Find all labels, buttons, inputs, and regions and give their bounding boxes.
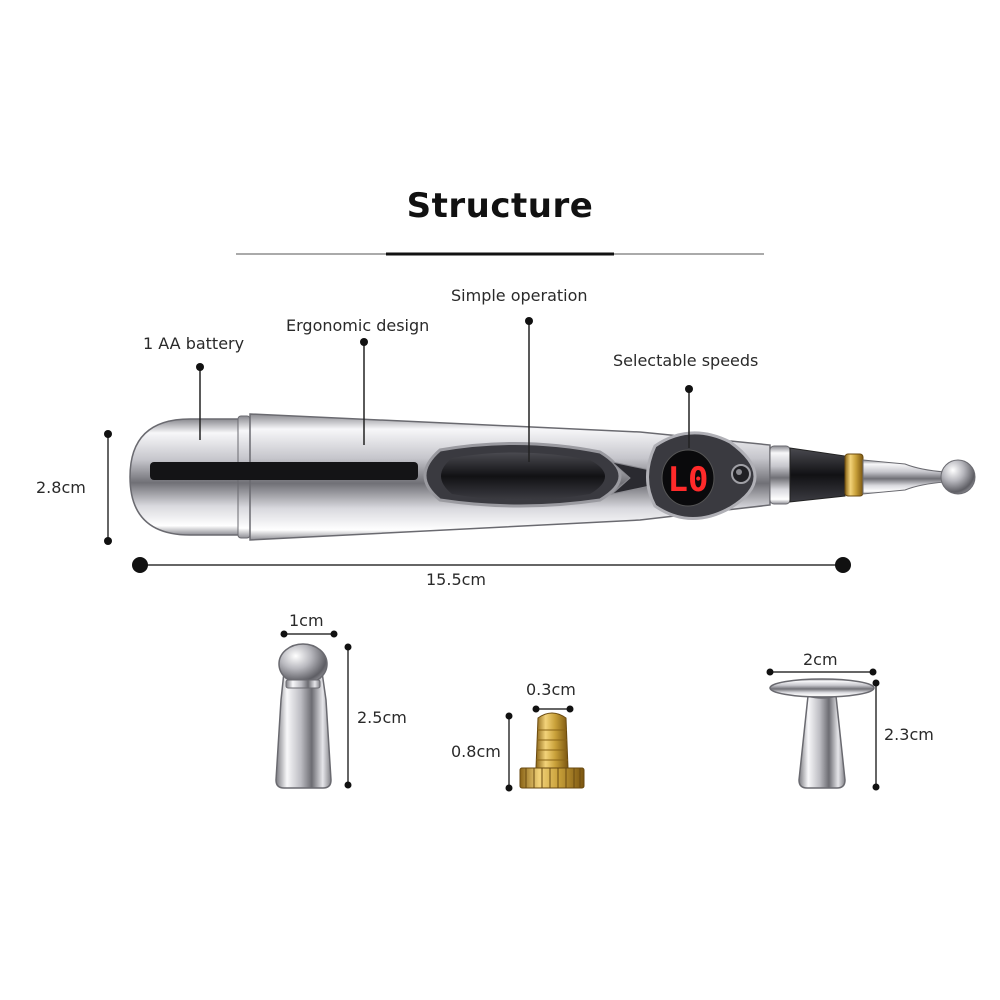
- needle-tip-height-label: 0.8cm: [451, 742, 501, 761]
- needle-tip-dimensions: [505, 705, 574, 792]
- flat-head-dimensions: [766, 668, 880, 791]
- pen-height-dimension: [104, 430, 112, 545]
- pen-length-label: 15.5cm: [426, 570, 487, 589]
- callout-battery: 1 AA battery: [143, 334, 245, 353]
- ball-head-dimensions: [280, 630, 352, 789]
- page-title: Structure: [406, 186, 594, 226]
- callout-operation: Simple operation: [451, 286, 588, 305]
- callout-speeds: Selectable speeds: [613, 351, 759, 370]
- callout-ergonomic: Ergonomic design: [286, 316, 430, 335]
- pen-body: [129, 413, 976, 541]
- speed-display: L0: [668, 460, 709, 500]
- needle-tip-attachment: [519, 712, 585, 789]
- flat-head-height-label: 2.3cm: [884, 725, 934, 744]
- ball-head-attachment: [275, 643, 332, 789]
- flat-head-width-label: 2cm: [803, 650, 838, 669]
- pen-length-dimension: [132, 557, 851, 573]
- callout-leaders: [196, 317, 693, 462]
- needle-tip-width-label: 0.3cm: [526, 680, 576, 699]
- flat-head-attachment: [769, 678, 875, 789]
- pen-height-label: 2.8cm: [36, 478, 86, 497]
- ball-head-height-label: 2.5cm: [357, 708, 407, 727]
- ball-head-width-label: 1cm: [289, 611, 324, 630]
